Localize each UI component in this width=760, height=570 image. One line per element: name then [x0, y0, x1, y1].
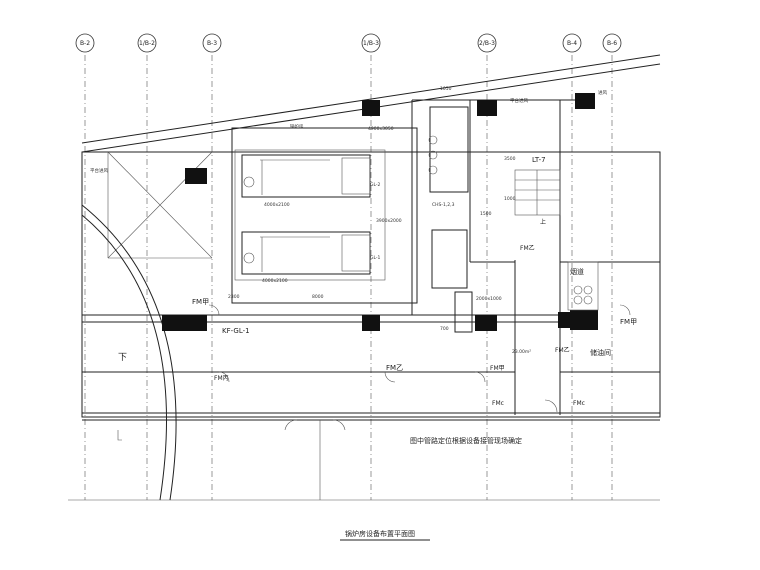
dim-1050: 1050 — [440, 86, 452, 92]
plan-note: 图中管路定位根据设备接管现场确定 — [410, 436, 522, 445]
dim-1000: 1000 — [504, 196, 516, 202]
door-fmjia-bottom: FM甲 — [490, 365, 505, 372]
gl1-label: GL-1 — [370, 255, 381, 261]
axis-label: B-6 — [607, 40, 617, 47]
axis-label: B-2 — [80, 40, 90, 47]
gl2-label: GL-2 — [370, 182, 381, 188]
stair-label: LT-7 — [532, 156, 546, 164]
drawing-title: 锅炉房设备布置平面图 — [340, 529, 430, 541]
dim-3900: 3900x2000 — [376, 218, 402, 224]
ramp-down-label: 下 — [118, 353, 127, 363]
door-fmyi-right: FM乙 — [555, 347, 570, 354]
chs-label: CHS-1,2,3 — [432, 202, 455, 208]
axis-label: 1/B-3 — [363, 40, 379, 47]
flue: 烟道 — [567, 261, 599, 311]
flue-label: 烟道 — [570, 267, 584, 276]
oil-room-label: 储油间 — [590, 348, 611, 357]
axis-label: B-4 — [567, 40, 577, 47]
dim-2000: 2000x1000 — [476, 296, 502, 302]
grid-lines — [84, 55, 613, 500]
chs-equipment: CHS-1,2,3 — [428, 106, 473, 333]
door-fmbing: FM丙 — [214, 375, 229, 382]
title-text: 锅炉房设备布置平面图 — [345, 529, 415, 538]
stair-up-label: 上 — [540, 218, 546, 226]
door-fmc-a: FMc — [492, 400, 504, 407]
plan-labels: KF-GL-1 FM甲 FM甲 FM乙 FM乙 FMc FMc FM丙 FM乙 … — [90, 86, 637, 445]
stair: LT-7 上 — [514, 156, 561, 226]
door-fmyi-mid: FM乙 — [386, 364, 403, 372]
side-label-b: 进风 — [598, 89, 607, 96]
doors — [208, 304, 631, 431]
door-fmyi-center: FM乙 — [520, 245, 535, 252]
kf-gl-label: KF-GL-1 — [222, 327, 250, 335]
ramp-curve — [81, 204, 177, 501]
axis-label: 2/B-3 — [479, 40, 495, 47]
area-label: 23.00m² — [512, 349, 531, 355]
side-label-a: 平台进风 — [510, 97, 528, 104]
columns — [162, 93, 598, 331]
door-fmjia-right: FM甲 — [620, 318, 637, 326]
boiler-gl1: GL-1 — [241, 231, 381, 275]
dim-2300: 2300 — [228, 294, 240, 300]
side-label-c: 平台进风 — [90, 167, 108, 174]
boiler-room-label: 锅炉房 — [290, 123, 304, 130]
boiler-gl2: GL-2 — [241, 154, 381, 198]
dim-1500: 1500 — [480, 211, 492, 217]
grid-axis-markers: B-2 1/B-2 B-3 1/B-3 2/B-3 B-4 B-6 — [75, 33, 622, 53]
door-fmjia-left: FM甲 — [192, 298, 209, 306]
dim-4000b: 4000x2100 — [262, 278, 288, 284]
dim-4000a: 4000x2100 — [264, 202, 290, 208]
dim-8000: 8000 — [312, 294, 324, 300]
walls — [68, 54, 661, 501]
dim-700: 700 — [440, 326, 449, 332]
dim-3500: 3500 — [504, 156, 516, 162]
door-fmc-b: FMc — [573, 400, 585, 407]
axis-label: B-3 — [207, 40, 217, 47]
axis-label: 1/B-2 — [139, 40, 155, 47]
dim-4900: 4900x3050 — [368, 126, 394, 132]
